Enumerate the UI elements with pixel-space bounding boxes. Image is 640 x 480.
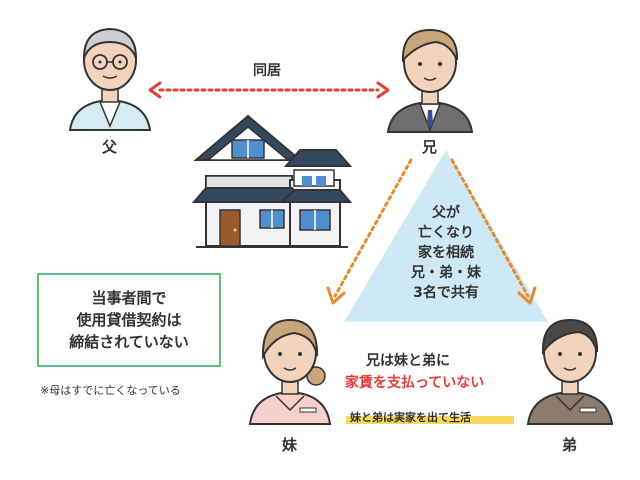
triangle-line: 父が (432, 205, 460, 221)
older-brother-label: 兄 (422, 138, 438, 156)
cohabit-label: 同居 (253, 63, 281, 79)
younger-sister-figure (248, 318, 332, 425)
triangle-line: 兄・弟・妹 (411, 265, 481, 281)
house-illustration (191, 114, 353, 248)
mother-note: ※母はすでに亡くなっている (40, 384, 181, 397)
younger-sister-label: 妹 (282, 436, 298, 454)
inherit-arrow-to-sister (326, 158, 413, 305)
inherit-arrow-to-brother (450, 158, 537, 305)
living-statement: 妹と弟は実家を出て生活 (350, 411, 471, 424)
inheritance-triangle-text: 父が 亡くなり 家を相続 兄・弟・妹 3名で共有 (378, 203, 514, 303)
contract-line: 締結されていない (69, 333, 189, 351)
contract-box: 当事者間で 使用貸借契約は 締結されていない (37, 273, 221, 367)
contract-line: 当事者間で (91, 289, 167, 307)
older-brother-figure (386, 28, 474, 133)
rent-unpaid-highlight: 家賃を支払っていない (345, 375, 485, 391)
younger-brother-label: 弟 (562, 436, 578, 454)
triangle-line: 家を相続 (418, 245, 474, 261)
younger-brother-figure (526, 318, 614, 425)
rent-statement: 兄は妹と弟に (366, 353, 450, 369)
contract-line: 使用貸借契約は (76, 311, 182, 329)
inheritance-triangle (344, 150, 548, 322)
cohabit-arrow (148, 81, 390, 99)
triangle-line: 3名で共有 (413, 285, 479, 301)
triangle-line: 亡くなり (418, 225, 474, 241)
father-figure (68, 27, 152, 131)
living-highlight-bar (346, 416, 514, 424)
father-label: 父 (102, 138, 118, 156)
